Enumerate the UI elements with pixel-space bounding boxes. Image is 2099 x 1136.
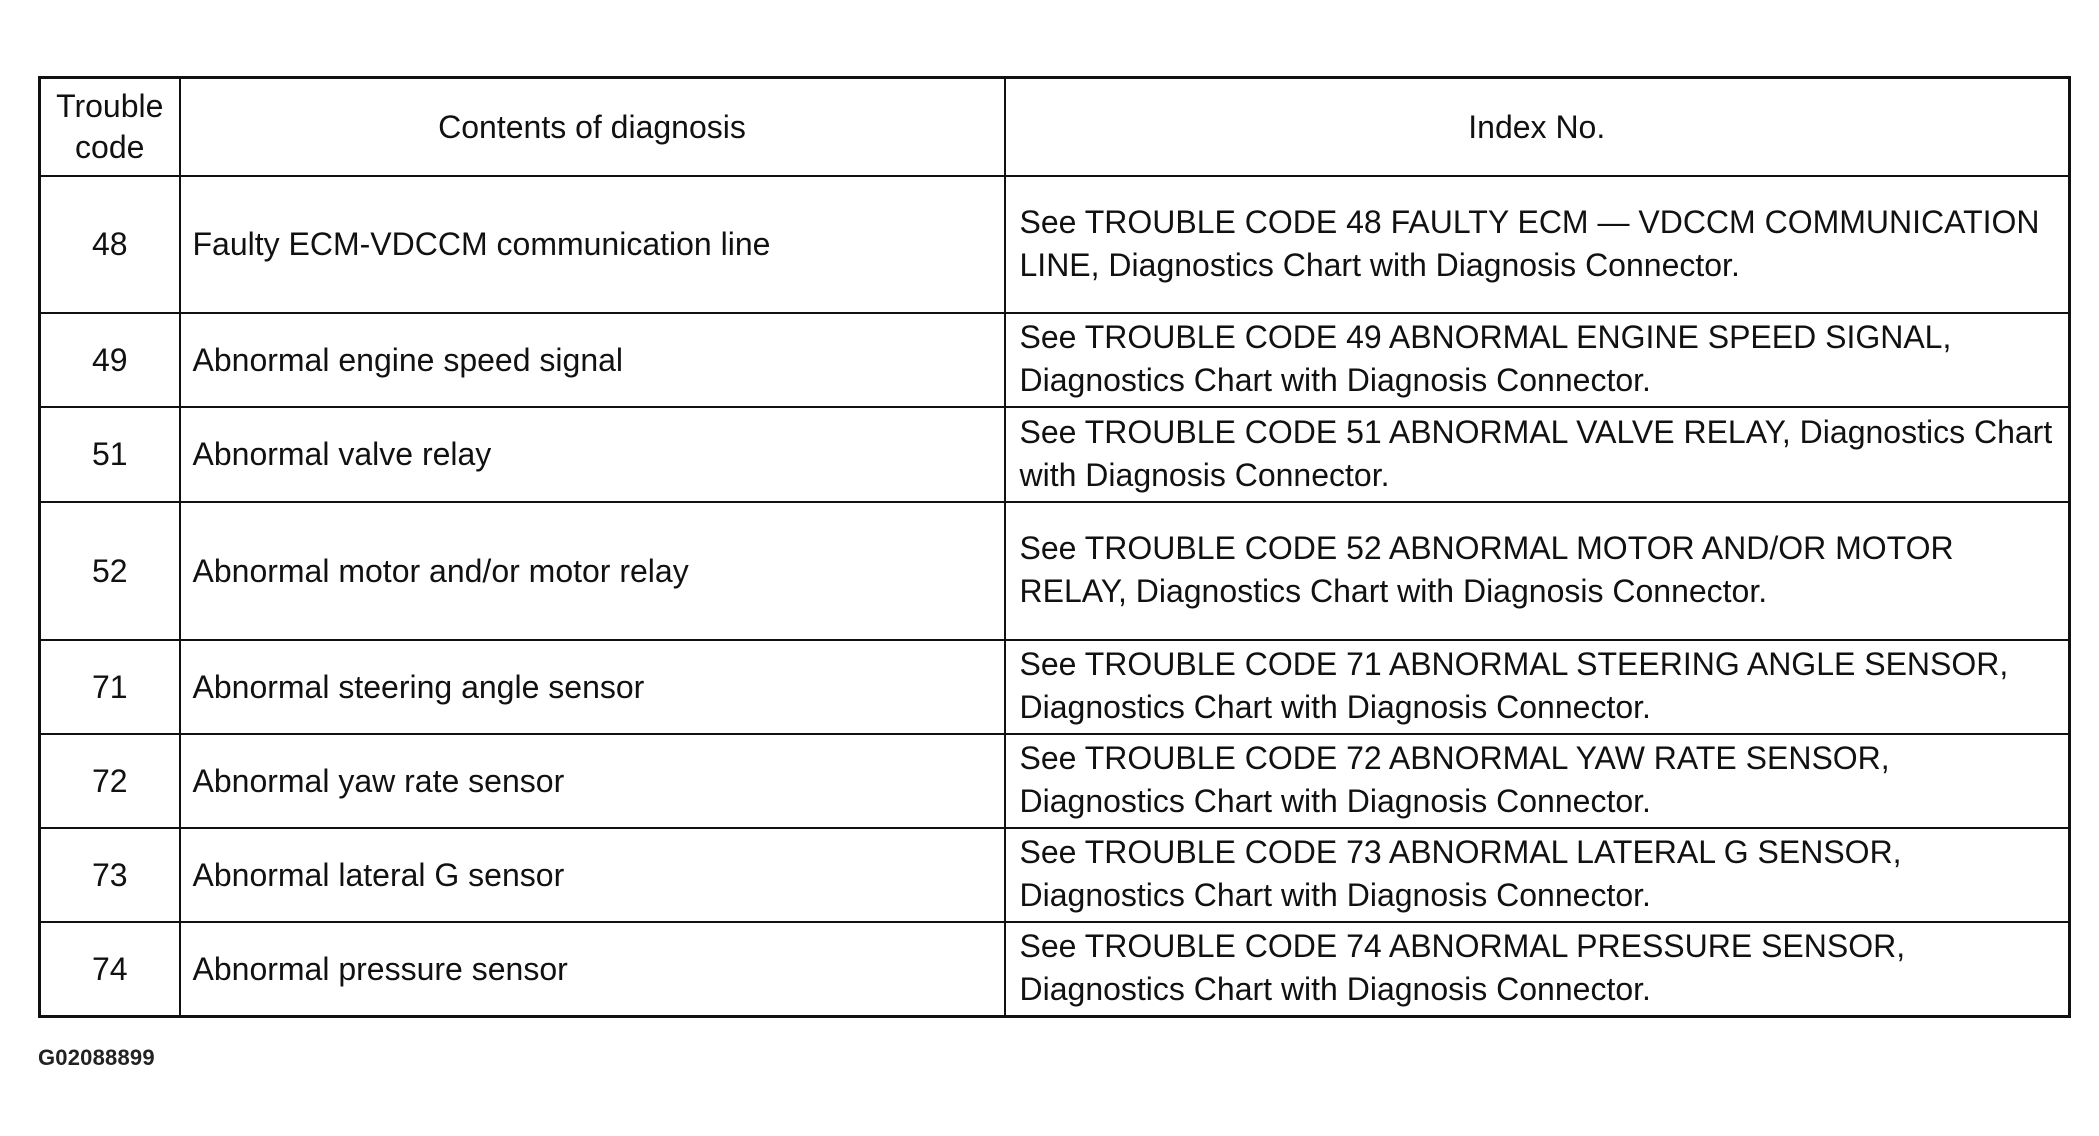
row-index: See TROUBLE CODE 49 ABNORMAL ENGINE SPEE…	[1003, 312, 2071, 408]
row-index-text: See TROUBLE CODE 72 ABNORMAL YAW RATE SE…	[1019, 740, 1890, 819]
row-contents: Faulty ECM-VDCCM communication line	[178, 175, 1006, 314]
trouble-code-table-container: Trouble code Contents of diagnosis Index…	[38, 76, 2071, 1018]
row-index: See TROUBLE CODE 48 FAULTY ECM — VDCCM C…	[1003, 175, 2071, 314]
row-index: See TROUBLE CODE 74 ABNORMAL PRESSURE SE…	[1003, 921, 2071, 1018]
table-row: 52 Abnormal motor and/or motor relay See…	[38, 501, 2071, 641]
row-contents: Abnormal lateral G sensor	[178, 827, 1006, 923]
row-index-text: See TROUBLE CODE 49 ABNORMAL ENGINE SPEE…	[1019, 319, 1952, 398]
table-header-row: Trouble code Contents of diagnosis Index…	[38, 76, 2071, 177]
row-contents: Abnormal pressure sensor	[178, 921, 1006, 1018]
row-code: 74	[38, 921, 181, 1018]
table-row: 48 Faulty ECM-VDCCM communication line S…	[38, 175, 2071, 314]
row-contents: Abnormal yaw rate sensor	[178, 733, 1006, 829]
row-index-text: See TROUBLE CODE 51 ABNORMAL VALVE RELAY…	[1019, 413, 2053, 493]
table-row: 71 Abnormal steering angle sensor See TR…	[38, 639, 2071, 735]
row-code: 73	[38, 827, 181, 923]
row-contents: Abnormal motor and/or motor relay	[178, 501, 1006, 641]
table-row: 74 Abnormal pressure sensor See TROUBLE …	[38, 921, 2071, 1018]
table-row: 72 Abnormal yaw rate sensor See TROUBLE …	[38, 733, 2071, 829]
header-contents-of-diagnosis: Contents of diagnosis	[178, 76, 1006, 177]
row-code: 72	[38, 733, 181, 829]
row-index-text: See TROUBLE CODE 73 ABNORMAL LATERAL G S…	[1019, 834, 1902, 913]
row-index-text: See TROUBLE CODE 48 FAULTY ECM — VDCCM C…	[1019, 203, 2040, 283]
row-index-text: See TROUBLE CODE 71 ABNORMAL STEERING AN…	[1019, 646, 2009, 725]
header-trouble-code: Trouble code	[38, 76, 181, 177]
row-contents: Abnormal engine speed signal	[178, 312, 1006, 408]
row-index: See TROUBLE CODE 73 ABNORMAL LATERAL G S…	[1003, 827, 2071, 923]
row-index-text: See TROUBLE CODE 52 ABNORMAL MOTOR AND/O…	[1019, 530, 1954, 609]
row-index: See TROUBLE CODE 51 ABNORMAL VALVE RELAY…	[1003, 406, 2071, 503]
row-index: See TROUBLE CODE 71 ABNORMAL STEERING AN…	[1003, 639, 2071, 735]
row-contents: Abnormal valve relay	[178, 406, 1006, 503]
row-index: See TROUBLE CODE 72 ABNORMAL YAW RATE SE…	[1003, 733, 2071, 829]
row-code: 51	[38, 406, 181, 503]
row-contents: Abnormal steering angle sensor	[178, 639, 1006, 735]
figure-id: G02088899	[38, 1045, 155, 1070]
row-code: 71	[38, 639, 181, 735]
table-row: 49 Abnormal engine speed signal See TROU…	[38, 312, 2071, 408]
row-code: 52	[38, 501, 181, 641]
table-row: 51 Abnormal valve relay See TROUBLE CODE…	[38, 406, 2071, 503]
row-index-text: See TROUBLE CODE 74 ABNORMAL PRESSURE SE…	[1019, 928, 1906, 1007]
row-code: 49	[38, 312, 181, 408]
row-index: See TROUBLE CODE 52 ABNORMAL MOTOR AND/O…	[1003, 501, 2071, 641]
table-row: 73 Abnormal lateral G sensor See TROUBLE…	[38, 827, 2071, 923]
header-index-no: Index No.	[1003, 76, 2071, 177]
row-code: 48	[38, 175, 181, 314]
trouble-code-table: Trouble code Contents of diagnosis Index…	[38, 76, 2071, 1018]
